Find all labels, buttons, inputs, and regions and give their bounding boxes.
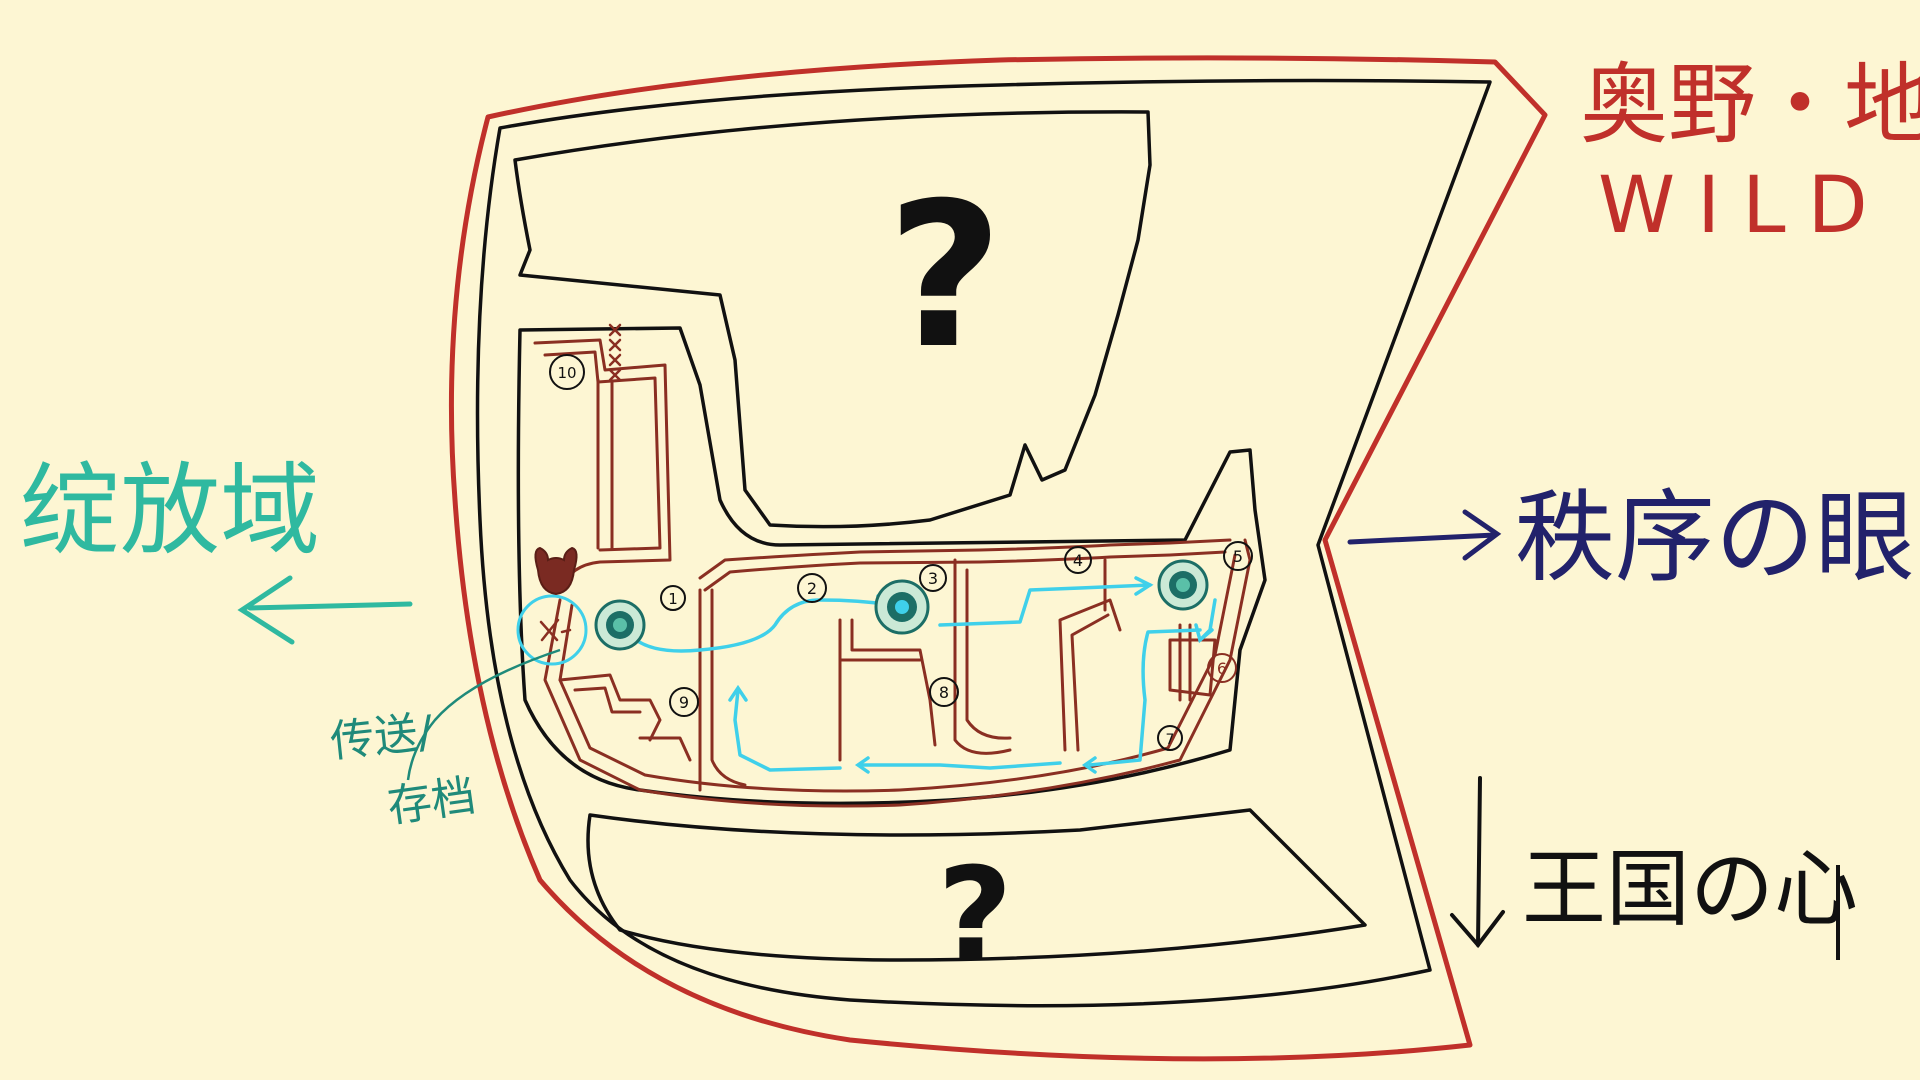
room-number-9: 9 bbox=[679, 693, 689, 712]
corridor-x-marks bbox=[608, 323, 622, 382]
south-label: 王国の心 bbox=[1522, 840, 1858, 938]
outer-border bbox=[448, 55, 1548, 1062]
room-marker-1: 1 bbox=[660, 585, 686, 611]
room-number-8: 8 bbox=[939, 683, 949, 702]
north-question-mark: ? bbox=[887, 160, 1003, 393]
east-arrow-icon bbox=[1347, 509, 1502, 561]
south-arrow-icon bbox=[1450, 776, 1505, 949]
west-label: 绽放域 bbox=[20, 452, 320, 569]
room-marker-4: 4 bbox=[1064, 546, 1092, 574]
room-number-10: 10 bbox=[557, 364, 576, 382]
room-marker-9: 9 bbox=[669, 687, 699, 717]
swirl-portal-icon bbox=[874, 579, 930, 635]
room-number-3: 3 bbox=[928, 569, 938, 588]
room-marker-7: 7 bbox=[1157, 725, 1183, 751]
room-number-1: 1 bbox=[668, 590, 678, 608]
south-unknown-region bbox=[586, 808, 1367, 962]
room-number-7: 7 bbox=[1166, 732, 1175, 748]
room-number-6: 6 bbox=[1217, 659, 1227, 678]
map-subtitle: WILD bbox=[1598, 161, 1890, 251]
teleport-leader-line bbox=[406, 648, 561, 781]
teleport-note-line2: 存档 bbox=[384, 770, 478, 833]
room-marker-2: 2 bbox=[797, 573, 827, 603]
horned-boss-icon bbox=[534, 546, 578, 596]
route-path bbox=[628, 583, 1217, 772]
dungeon-walls bbox=[533, 338, 1252, 808]
room-marker-6: 6 bbox=[1207, 653, 1237, 683]
east-label: 秩序の眼 bbox=[1515, 479, 1915, 596]
west-arrow-icon bbox=[237, 575, 413, 645]
dungeon-outline bbox=[516, 326, 1267, 806]
room-number-2: 2 bbox=[807, 579, 817, 598]
room-marker-8: 8 bbox=[929, 677, 959, 707]
room-number-5: 5 bbox=[1233, 547, 1243, 566]
swirl-portal-icon bbox=[594, 599, 646, 651]
room-marker-5: 5 bbox=[1223, 541, 1253, 571]
north-unknown-region bbox=[513, 110, 1152, 529]
inner-border bbox=[475, 78, 1492, 1008]
teleport-note-line1: 传送/ bbox=[328, 706, 436, 767]
room-marker-3: 3 bbox=[919, 564, 947, 592]
south-question-mark: ? bbox=[937, 839, 1012, 991]
swirl-portal-icon bbox=[1157, 559, 1209, 611]
map-title: 奥野・地图 bbox=[1580, 53, 1920, 156]
teleport-marker-icon bbox=[516, 594, 588, 666]
room-marker-10: 10 bbox=[549, 354, 585, 390]
room-number-4: 4 bbox=[1073, 551, 1083, 570]
